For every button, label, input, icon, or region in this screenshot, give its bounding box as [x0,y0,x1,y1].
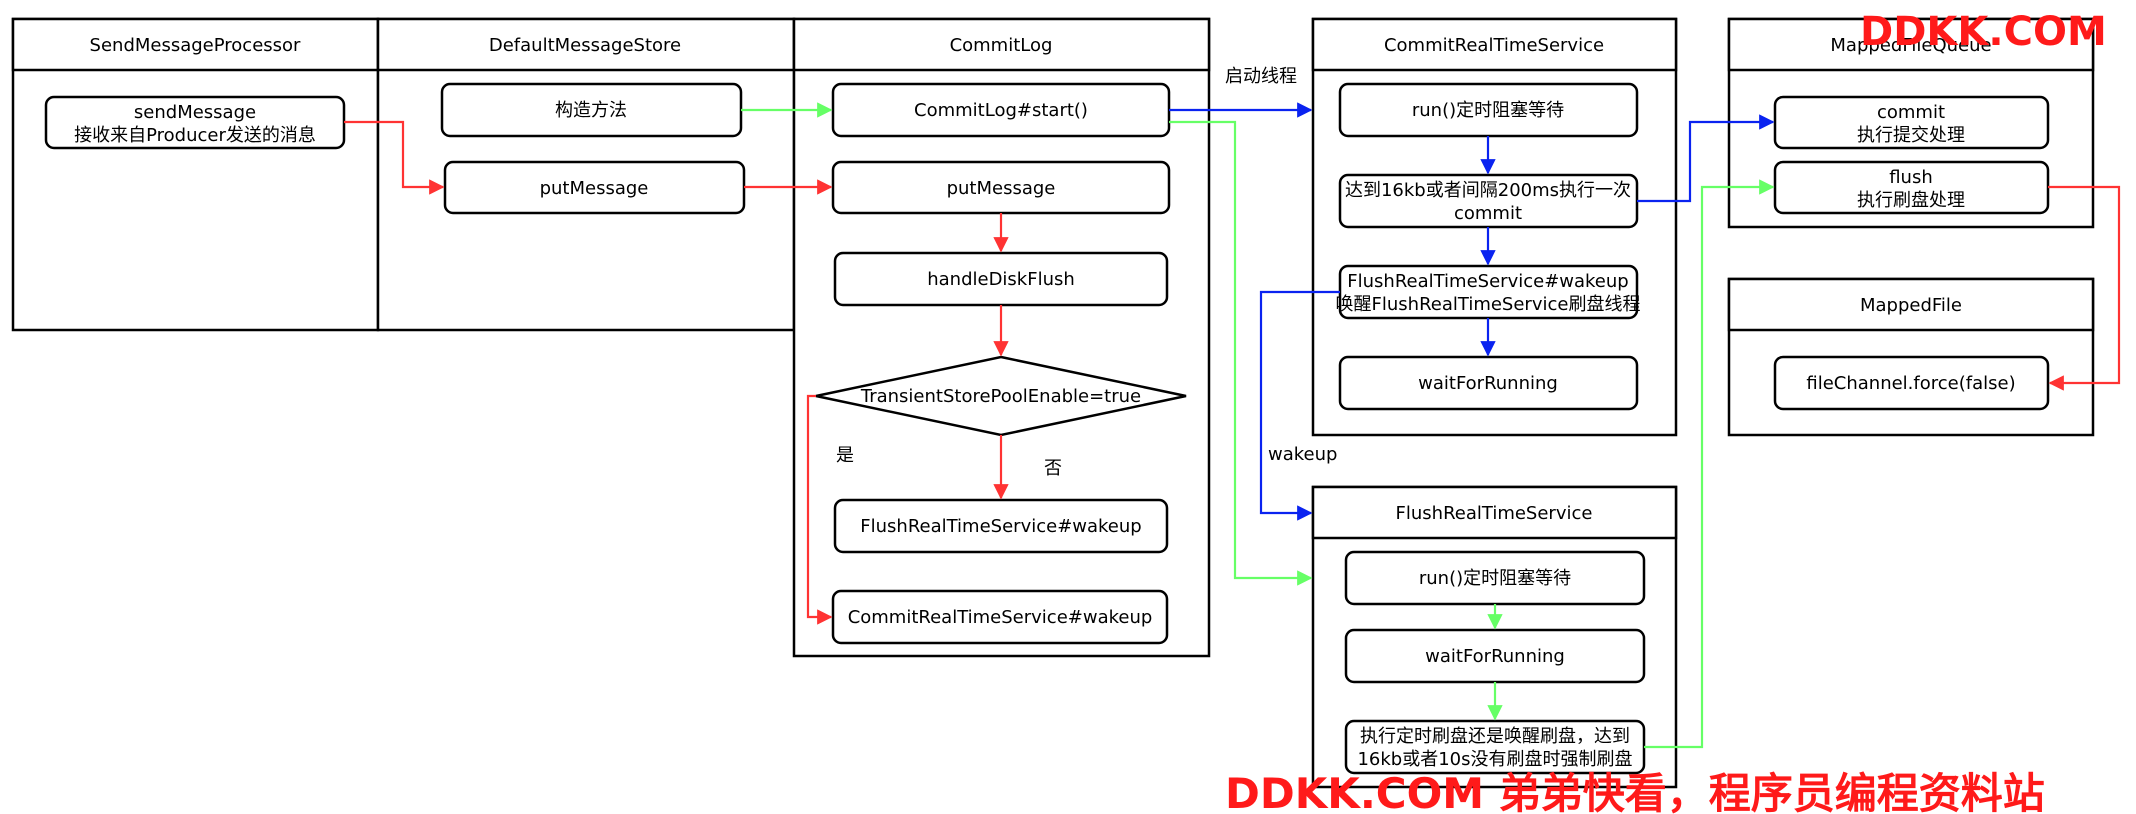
svg-text:构造方法: 构造方法 [555,100,627,121]
svg-text:执行刷盘处理: 执行刷盘处理 [1857,190,1965,211]
edge-wake-flush-to-flush-service [1259,290,1340,521]
node-flush-exec: 执行定时刷盘还是唤醒刷盘，达到 16kb或者10s没有刷盘时强制刷盘 [1344,719,1646,775]
svg-text:run()定时阻塞等待: run()定时阻塞等待 [1412,100,1564,121]
svg-text:执行提交处理: 执行提交处理 [1857,125,1965,146]
node-flush-run: run()定时阻塞等待 [1344,550,1646,606]
lane-title-commit-real-time-service: CommitRealTimeService [1384,35,1604,56]
edge-mfq-flush-to-force [2048,185,2121,391]
node-commit-wakeup-call: CommitRealTimeService#wakeup [831,589,1169,645]
node-flush-wait: waitForRunning [1344,628,1646,684]
lane-title-commit-log: CommitLog [950,35,1053,56]
edge-send-to-store-put [344,120,445,195]
svg-text:CommitLog#start(): CommitLog#start() [914,100,1088,121]
node-commit-wait: waitForRunning [1338,355,1639,411]
node-store-put-message: putMessage [443,160,746,215]
node-flush-wakeup-call: FlushRealTimeService#wakeup [833,498,1169,554]
node-mfq-flush: flush 执行刷盘处理 [1773,160,2050,215]
node-constructor: 构造方法 [440,82,743,138]
node-handle-disk-flush: handleDiskFlush [833,251,1169,307]
node-file-channel-force: fileChannel.force(false) [1773,355,2050,411]
svg-text:handleDiskFlush: handleDiskFlush [927,269,1075,290]
watermark-bottom: DDKK.COM 弟弟快看，程序员编程资料站 [1225,769,2045,814]
edge-label-wakeup: wakeup [1268,444,1337,465]
lane-title-send-message-processor: SendMessageProcessor [90,35,302,56]
node-commitlog-put-message: putMessage [831,160,1171,215]
edge-label-yes: 是 [836,445,854,466]
lane-title-mapped-file: MappedFile [1860,295,1962,316]
edge-label-start-thread: 启动线程 [1225,66,1297,87]
lane-title-mapped-file-queue: MappedFileQueue [1830,35,1991,56]
lane-title-default-message-store: DefaultMessageStore [489,35,681,56]
node-commit-run: run()定时阻塞等待 [1338,82,1639,138]
svg-text:CommitRealTimeService#wakeup: CommitRealTimeService#wakeup [848,607,1153,628]
svg-text:执行定时刷盘还是唤醒刷盘，达到: 执行定时刷盘还是唤醒刷盘，达到 [1360,726,1630,747]
lane-send-message-processor: SendMessageProcessor [11,17,380,332]
svg-text:run()定时阻塞等待: run()定时阻塞等待 [1419,568,1571,589]
watermark-top: DDKK.COM [1860,9,2107,55]
edge-decision-yes-to-commit-wakeup [806,394,833,625]
svg-text:putMessage: putMessage [947,178,1056,199]
edge-start-to-flush-service [1169,120,1313,586]
svg-text:sendMessage: sendMessage [134,102,256,123]
svg-text:flush: flush [1889,167,1933,188]
node-commit-wake-flush: FlushRealTimeService#wakeup 唤醒FlushRealT… [1336,264,1641,320]
svg-text:16kb或者10s没有刷盘时强制刷盘: 16kb或者10s没有刷盘时强制刷盘 [1357,749,1632,770]
node-transient-decision: TransientStorePoolEnable=true [815,355,1187,437]
svg-text:commit: commit [1877,102,1945,123]
svg-text:putMessage: putMessage [540,178,649,199]
node-send-message: sendMessage 接收来自Producer发送的消息 [44,95,346,150]
svg-text:waitForRunning: waitForRunning [1425,646,1565,667]
svg-text:TransientStorePoolEnable=true: TransientStorePoolEnable=true [860,386,1141,407]
svg-text:唤醒FlushRealTimeService刷盘线程: 唤醒FlushRealTimeService刷盘线程 [1336,294,1641,315]
edge-condition-to-mfq-commit [1637,114,1775,203]
edge-label-no: 否 [1044,458,1062,479]
node-commit-condition: 达到16kb或者间隔200ms执行一次 commit [1338,173,1639,229]
svg-text:达到16kb或者间隔200ms执行一次: 达到16kb或者间隔200ms执行一次 [1345,180,1631,201]
svg-text:waitForRunning: waitForRunning [1418,373,1558,394]
svg-text:commit: commit [1454,203,1522,224]
svg-text:接收来自Producer发送的消息: 接收来自Producer发送的消息 [74,125,316,146]
lane-title-flush-real-time-service: FlushRealTimeService [1396,503,1593,524]
svg-text:FlushRealTimeService#wakeup: FlushRealTimeService#wakeup [1347,271,1628,292]
edge-flush-exec-to-mfq-flush [1644,179,1775,749]
svg-text:fileChannel.force(false): fileChannel.force(false) [1806,373,2015,394]
node-mfq-commit: commit 执行提交处理 [1773,95,2050,150]
svg-text:FlushRealTimeService#wakeup: FlushRealTimeService#wakeup [860,516,1141,537]
node-commitlog-start: CommitLog#start() [831,82,1171,138]
